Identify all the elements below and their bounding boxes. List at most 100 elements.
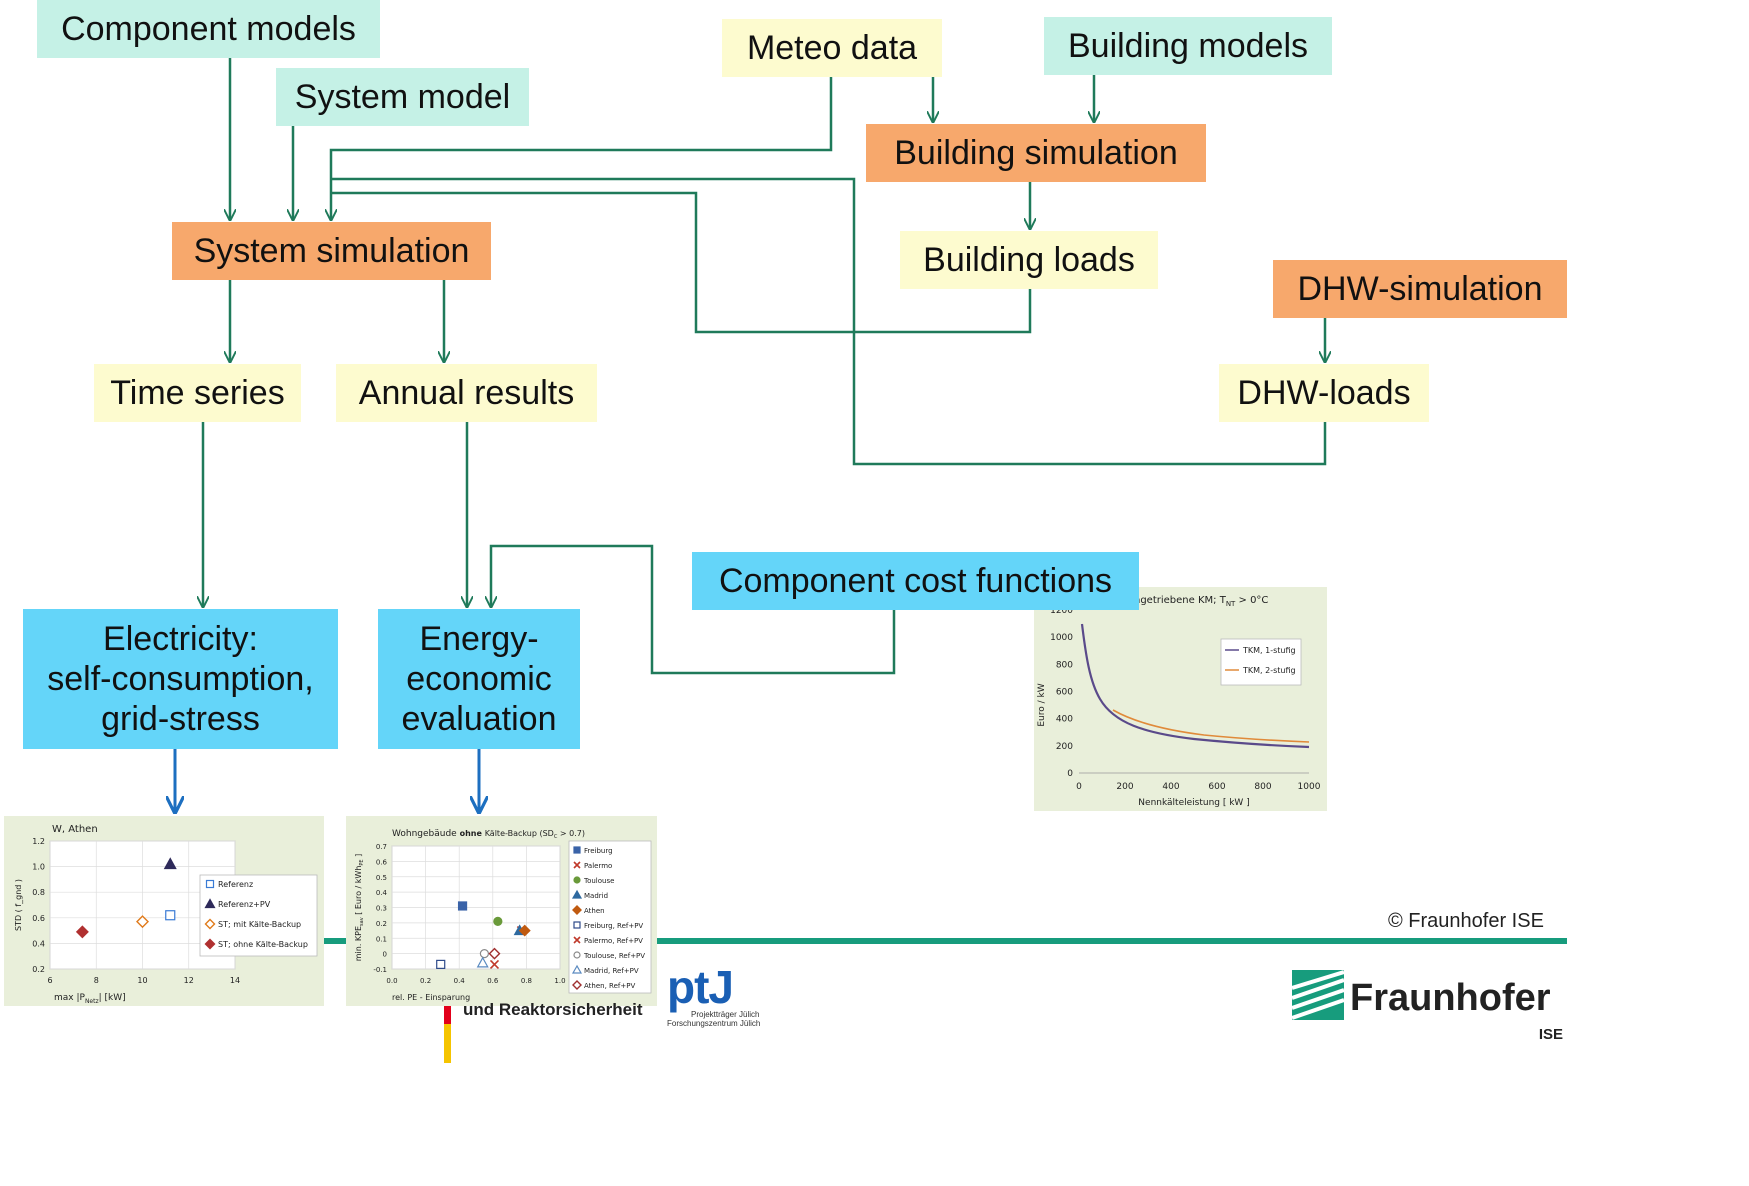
scatter1-legend-marker: [204, 938, 216, 950]
cost-chart-xlabel: Nennkälteleistung [ kW ]: [1138, 798, 1249, 808]
system-simulation-label: System simulation: [193, 231, 470, 270]
scatter1-xtick-label: 6: [47, 976, 52, 985]
cost-ytick-label: 1000: [1050, 633, 1073, 643]
scatter2-xtick-label: 0.6: [487, 977, 499, 985]
scatter2-xtick-label: 1.0: [554, 977, 565, 985]
dhw-simulation-box: DHW-simulation: [1273, 260, 1567, 318]
electricity-box: Electricity: self-consumption, grid-stre…: [23, 609, 338, 749]
scatter1-legend-marker: [204, 918, 216, 930]
scatter2-legend-marker: [573, 921, 581, 929]
scatter1-title: W, Athen: [52, 824, 98, 835]
scatter2-ytick-label: 0: [383, 951, 387, 959]
scatter2-point: [518, 924, 531, 937]
cost-xtick-label: 400: [1162, 782, 1179, 792]
system-model-label: System model: [294, 77, 511, 116]
building-loads-label: Building loads: [923, 240, 1135, 279]
scatter2-ytick-label: 0.7: [376, 843, 387, 851]
scatter1-xtick-label: 14: [230, 976, 240, 985]
scatter1-legend-marker: [205, 879, 215, 889]
tkm-1-stufig-curve: [1080, 623, 1310, 749]
scatter2-ytick-label: 0.3: [376, 905, 387, 913]
cost-xtick-label: 1000: [1298, 782, 1321, 792]
scatter1-ytick-label: 0.4: [32, 939, 45, 948]
scatter1-legend-marker: [204, 898, 216, 909]
scatter1-point: [75, 925, 89, 939]
scatter2-ytick-label: 0.6: [376, 858, 388, 866]
cost-function-svg: ngetriebene KM; TNT > 0°C 0 200 400 600 800 1…: [1037, 595, 1321, 808]
scatter2-ytick-label: 0.1: [376, 935, 387, 943]
electricity-line-3: grid-stress: [101, 700, 260, 739]
annual-results-box: Annual results: [336, 364, 597, 422]
ministry-text: und Reaktorsicherheit: [463, 1000, 643, 1019]
scatter2-legend-label: Madrid: [584, 892, 608, 900]
scatter1-point: [163, 857, 177, 870]
system-model-box: System model: [276, 68, 529, 126]
scatter1-xtick-label: 8: [94, 976, 99, 985]
cost-ytick-label: 400: [1056, 715, 1073, 725]
scatter2-legend-marker: [573, 846, 581, 854]
building-simulation-label: Building simulation: [894, 133, 1178, 172]
scatter2-legend-label: Athen, Ref+PV: [584, 982, 635, 990]
scatter2-legend-marker: [573, 876, 581, 884]
fraunhofer-logo: Fraunhofer ISE: [1292, 970, 1567, 1046]
dhw-loads-box: DHW-loads: [1219, 364, 1429, 422]
scatter2-legend-label: Toulouse, Ref+PV: [583, 952, 645, 960]
scatter1-legend-label: ST; ohne Kälte-Backup: [218, 940, 308, 949]
scatter1-legend-label: Referenz+PV: [218, 900, 271, 909]
cost-xtick-label: 200: [1116, 782, 1133, 792]
energy-economic-box: Energy- economic evaluation: [378, 609, 580, 749]
scatter1-ytick-label: 0.6: [32, 914, 45, 923]
dhw-loads-label: DHW-loads: [1237, 373, 1411, 412]
scatter2-ytick-label: 0.4: [376, 889, 388, 897]
meteo-data-box: Meteo data: [722, 19, 942, 77]
cost-ytick-label: 600: [1056, 688, 1073, 698]
scatter1-ytick-label: 1.0: [32, 863, 45, 872]
scatter2-legend-marker: [572, 980, 582, 990]
ise-wordmark: ISE: [1538, 1026, 1563, 1043]
scatter2-xtick-label: 0.2: [420, 977, 431, 985]
electricity-line-2: self-consumption,: [47, 659, 314, 698]
scatter2-point: [489, 959, 500, 969]
energy-line-2: economic: [406, 659, 552, 698]
copyright-text: © Fraunhofer ISE: [1388, 910, 1544, 932]
system-simulation-box: System simulation: [172, 222, 491, 280]
scatter2-legend-label: Athen: [584, 907, 605, 915]
component-cost-functions-box: Component cost functions: [692, 552, 1139, 610]
cost-chart-title: ngetriebene KM; TNT > 0°C: [1134, 595, 1268, 608]
fraunhofer-mark-icon: [1292, 970, 1344, 1020]
scatter2-point: [476, 956, 489, 968]
tkm-2-stufig-curve: [1112, 709, 1310, 743]
scatter2-legend-label: Palermo: [584, 862, 612, 870]
scatter1-ytick-label: 0.8: [32, 888, 45, 897]
legend-label-2: TKM, 2-stufig: [1242, 666, 1296, 675]
building-loads-box: Building loads: [900, 231, 1158, 289]
scatter2-legend: [568, 840, 652, 994]
time-series-box: Time series: [94, 364, 301, 422]
scatter2-legend-marker: [573, 861, 581, 869]
scatter2-legend-marker: [571, 889, 583, 899]
cost-function-chart: ngetriebene KM; TNT > 0°C 0 200 400 600 800 1…: [1034, 587, 1327, 811]
electricity-line-1: Electricity:: [103, 619, 258, 658]
meteo-data-label: Meteo data: [746, 28, 918, 67]
scatter2-ylabel: min. KPEsav [ Euro / kWhPE ]: [354, 854, 365, 962]
scatter2-point: [436, 959, 446, 969]
scatter2-ytick-label: 0.5: [376, 874, 387, 882]
cost-xtick-label: 0: [1076, 782, 1082, 792]
scatter2-legend-marker: [571, 964, 583, 974]
scatter1-legend-label: ST; mit Kälte-Backup: [218, 920, 301, 929]
scatter2-xtick-label: 0.8: [521, 977, 532, 985]
scatter1-xtick-label: 10: [137, 976, 147, 985]
scatter2-legend-label: Freiburg: [584, 847, 613, 855]
cost-xtick-label: 800: [1254, 782, 1271, 792]
scatter1-xlabel: max |PNetz| [kW]: [54, 993, 126, 1005]
time-series-label: Time series: [110, 373, 285, 412]
component-cost-functions-label: Component cost functions: [718, 561, 1113, 600]
scatter2-legend-label: Palermo, Ref+PV: [584, 937, 643, 945]
scatter2-legend-label: Madrid, Ref+PV: [584, 967, 639, 975]
scatter2-xtick-label: 0.4: [454, 977, 466, 985]
cost-xtick-label: 600: [1208, 782, 1225, 792]
scatter2-legend-label: Freiburg, Ref+PV: [584, 922, 643, 930]
